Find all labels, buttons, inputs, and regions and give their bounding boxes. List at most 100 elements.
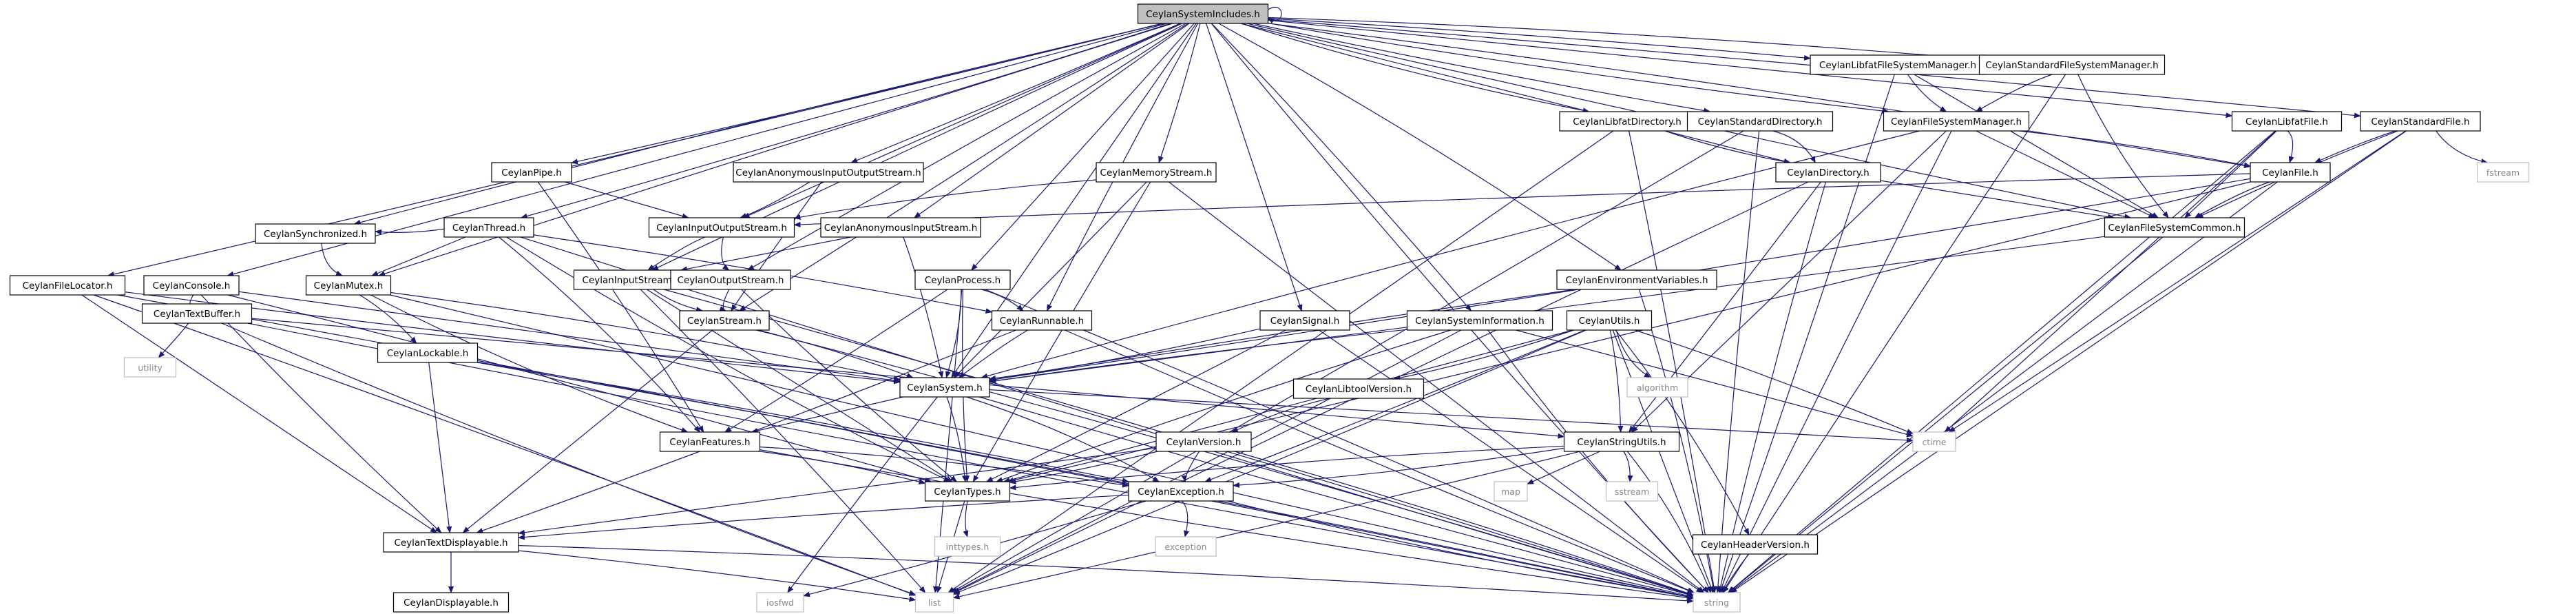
edge-ceylansignal-to-ceylansystem <box>989 328 1261 381</box>
header-node-ceylanconsole-box[interactable] <box>143 275 240 296</box>
header-node-ceylanpipe-box[interactable] <box>491 162 572 183</box>
header-node-ceylananonymousinputstream-label: CeylanAnonymousInputStream.h <box>824 223 978 234</box>
header-node-ceylanlibtoolversion[interactable]: CeylanLibtoolVersion.h <box>1292 378 1425 399</box>
header-node-ceylaninputoutputstream-box[interactable] <box>648 217 795 238</box>
header-node-ceylanstringutils-box[interactable] <box>1563 431 1680 452</box>
header-node-ceylanmutex[interactable]: CeylanMutex.h <box>305 275 392 296</box>
header-node-ceylanstandardfile-box[interactable] <box>2360 111 2481 132</box>
header-node-ceylanstream[interactable]: CeylanStream.h <box>679 310 770 331</box>
header-node-ceylanfilelocator-label: CeylanFileLocator.h <box>23 280 113 291</box>
header-node-ceylansignal[interactable]: CeylanSignal.h <box>1259 310 1350 331</box>
header-node-ceylanlibfatfile-box[interactable] <box>2231 111 2343 132</box>
header-node-ceylanstandardfilesystemmanager[interactable]: CeylanStandardFileSystemManager.h <box>1978 54 2166 75</box>
header-node-ceylantextbuffer-box[interactable] <box>141 303 253 324</box>
edge-ceylanthread-to-ceylansynchronized <box>375 228 445 235</box>
header-node-ceylanexception-box[interactable] <box>1128 481 1234 502</box>
header-node-ceylanlibfatdirectory[interactable]: CeylanLibfatDirectory.h <box>1559 111 1695 132</box>
header-node-ceylanlibtoolversion-box[interactable] <box>1292 378 1425 399</box>
header-node-ceylanstandardfilesystemmanager-box[interactable] <box>1978 54 2166 75</box>
header-node-ceylanheaderversion[interactable]: CeylanHeaderVersion.h <box>1692 534 1819 555</box>
header-node-ceylanfile[interactable]: CeylanFile.h <box>2250 162 2331 183</box>
header-node-ceylananonymousinputstream-box[interactable] <box>820 217 981 238</box>
edge-ceylanlibfatfilesystemmanager-to-string <box>1719 74 1895 593</box>
header-node-ceylansynchronized-box[interactable] <box>255 223 376 244</box>
header-node-ceylanlockable-box[interactable] <box>377 342 479 363</box>
header-node-ceylanutils[interactable]: CeylanUtils.h <box>1566 310 1653 331</box>
edge-ceylantextbuffer-to-utility <box>158 323 189 358</box>
header-node-ceylansysteminformation-box[interactable] <box>1406 310 1553 331</box>
header-node-ceylandisplayable-box[interactable] <box>392 592 510 613</box>
header-node-ceylanthread[interactable]: CeylanThread.h <box>443 217 534 238</box>
edge-ceylanstandardfilesystemmanager-to-ceylanfilesystemcommon <box>2077 74 2169 218</box>
header-node-ceylanheaderversion-box[interactable] <box>1692 534 1819 555</box>
header-node-ceylanlibfatdirectory-box[interactable] <box>1559 111 1695 132</box>
header-node-ceylantextdisplayable[interactable]: CeylanTextDisplayable.h <box>383 532 519 553</box>
header-node-ceylanfile-box[interactable] <box>2250 162 2331 183</box>
header-node-ceylanfilesystemcommon[interactable]: CeylanFileSystemCommon.h <box>2104 217 2245 238</box>
header-node-ceylanpipe[interactable]: CeylanPipe.h <box>491 162 572 183</box>
system-header-fstream: fstream <box>2476 162 2530 183</box>
edge-ceylanenvironmentvariables-to-ceylansystem <box>989 289 1575 382</box>
header-node-ceylananonymousinputstream[interactable]: CeylanAnonymousInputStream.h <box>820 217 981 238</box>
header-node-ceylanconsole[interactable]: CeylanConsole.h <box>143 275 240 296</box>
header-node-ceylanfeatures[interactable]: CeylanFeatures.h <box>659 431 761 452</box>
header-node-ceylanversion-box[interactable] <box>1155 431 1252 452</box>
header-node-ceylantypes[interactable]: CeylanTypes.h <box>924 481 1011 502</box>
header-node-ceylanstandarddirectory[interactable]: CeylanStandardDirectory.h <box>1686 111 1834 132</box>
header-node-ceylanmemorystream-box[interactable] <box>1096 162 1217 183</box>
header-node-ceylanmemorystream[interactable]: CeylanMemoryStream.h <box>1096 162 1217 183</box>
header-node-ceylandirectory-label: CeylanDirectory.h <box>1787 167 1869 178</box>
header-node-ceylanfeatures-box[interactable] <box>659 431 761 452</box>
header-node-ceylanlibfatfilesystemmanager[interactable]: CeylanLibfatFileSystemManager.h <box>1810 54 1986 75</box>
header-node-ceylanutils-box[interactable] <box>1566 310 1653 331</box>
header-node-ceylanlockable[interactable]: CeylanLockable.h <box>377 342 479 363</box>
header-node-ceylanutils-label: CeylanUtils.h <box>1579 316 1640 327</box>
edge-ceylanlibtoolversion-to-ceylanversion <box>1231 398 1331 433</box>
header-node-ceylansystem[interactable]: CeylanSystem.h <box>899 377 990 398</box>
header-node-ceylananonymousinputoutputstream[interactable]: CeylanAnonymousInputOutputStream.h <box>733 162 924 183</box>
header-node-ceylanmutex-box[interactable] <box>305 275 392 296</box>
edge-ceylanstringutils-to-sstream <box>1623 451 1633 482</box>
header-node-ceylanfilesystemmanager[interactable]: CeylanFileSystemManager.h <box>1883 111 2030 132</box>
header-node-ceylanversion[interactable]: CeylanVersion.h <box>1155 431 1252 452</box>
header-node-ceylanfilelocator[interactable]: CeylanFileLocator.h <box>9 275 126 296</box>
edge-ceylanstream-to-ceylantextdisplayable <box>462 329 713 533</box>
header-node-ceylanoutputstream[interactable]: CeylanOutputStream.h <box>670 269 791 290</box>
header-node-ceylaninputoutputstream[interactable]: CeylanInputOutputStream.h <box>648 217 795 238</box>
header-node-ceylanfilelocator-box[interactable] <box>9 275 126 296</box>
edge-ceylansysteminformation-to-string <box>1487 329 1709 593</box>
header-node-ceylansysteminformation[interactable]: CeylanSystemInformation.h <box>1406 310 1553 331</box>
header-node-ceylanexception[interactable]: CeylanException.h <box>1128 481 1234 502</box>
header-node-ceylanlibfatfilesystemmanager-box[interactable] <box>1810 54 1986 75</box>
header-node-ceylandirectory-box[interactable] <box>1775 162 1881 183</box>
header-node-ceylanoutputstream-box[interactable] <box>670 269 791 290</box>
header-node-ceylandisplayable[interactable]: CeylanDisplayable.h <box>392 592 510 613</box>
header-node-ceylanenvironmentvariables[interactable]: CeylanEnvironmentVariables.h <box>1556 269 1717 290</box>
header-node-ceylanlibfatfile[interactable]: CeylanLibfatFile.h <box>2231 111 2343 132</box>
header-node-ceylanstream-box[interactable] <box>679 310 770 331</box>
header-node-ceylantextdisplayable-box[interactable] <box>383 532 519 553</box>
header-node-ceylanstandardfile[interactable]: CeylanStandardFile.h <box>2360 111 2481 132</box>
header-node-ceylanrunnable[interactable]: CeylanRunnable.h <box>991 310 1093 331</box>
header-node-ceylansystemincludes-box[interactable] <box>1137 3 1269 24</box>
header-node-ceylanthread-box[interactable] <box>443 217 534 238</box>
header-node-ceylansystem-box[interactable] <box>899 377 990 398</box>
header-node-ceylanprocess-box[interactable] <box>914 269 1011 290</box>
header-node-ceylanfilesystemmanager-box[interactable] <box>1883 111 2030 132</box>
header-node-ceylanprocess[interactable]: CeylanProcess.h <box>914 269 1011 290</box>
header-node-ceylanenvironmentvariables-box[interactable] <box>1556 269 1717 290</box>
header-node-ceylansystemincludes[interactable]: CeylanSystemIncludes.h <box>1137 3 1269 24</box>
header-node-ceylantypes-box[interactable] <box>924 481 1011 502</box>
header-node-ceylanrunnable-box[interactable] <box>991 310 1093 331</box>
header-node-ceylananonymousinputoutputstream-box[interactable] <box>733 162 924 183</box>
edge-ceylanfeatures-to-ceylanexception <box>760 447 1129 488</box>
header-node-ceylanfilesystemcommon-box[interactable] <box>2104 217 2245 238</box>
header-node-ceylantextbuffer[interactable]: CeylanTextBuffer.h <box>141 303 253 324</box>
header-node-ceylanstandarddirectory-box[interactable] <box>1686 111 1834 132</box>
header-node-ceylanstringutils[interactable]: CeylanStringUtils.h <box>1563 431 1680 452</box>
edge-ceylansystem-to-string <box>979 396 1694 597</box>
header-node-ceylandirectory[interactable]: CeylanDirectory.h <box>1775 162 1881 183</box>
header-node-ceylansignal-box[interactable] <box>1259 310 1350 331</box>
header-node-ceylansynchronized[interactable]: CeylanSynchronized.h <box>255 223 376 244</box>
